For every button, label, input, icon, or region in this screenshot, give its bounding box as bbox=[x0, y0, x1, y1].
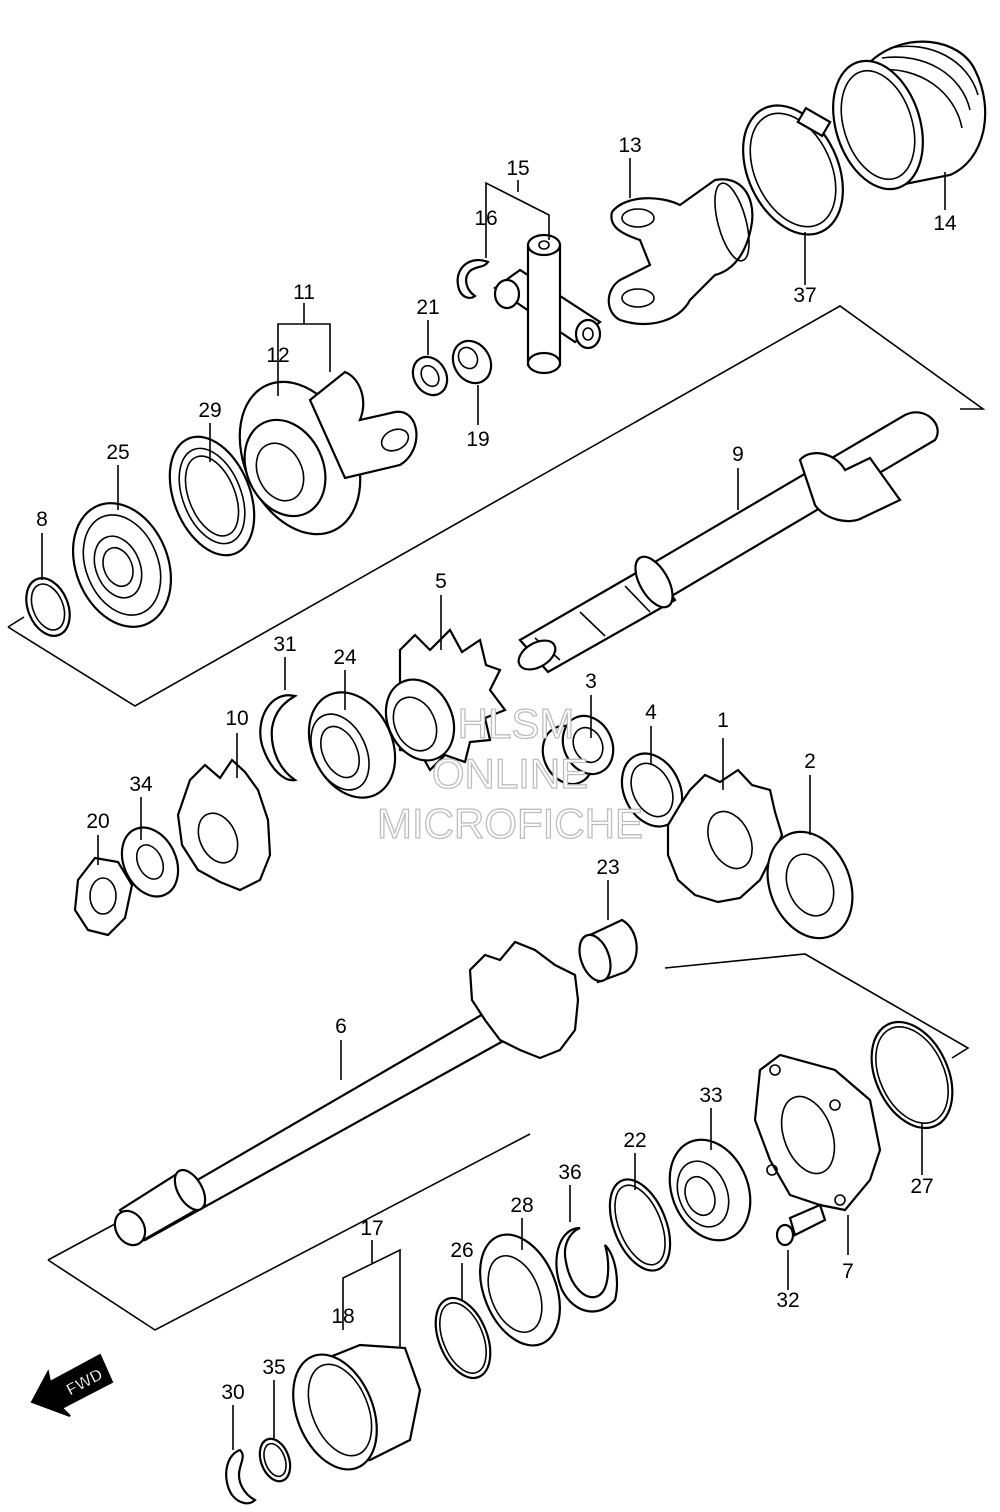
small-needle-bearing-part bbox=[578, 918, 638, 984]
bearing-housing-part bbox=[753, 1053, 882, 1212]
callout-25: 25 bbox=[106, 441, 129, 464]
callout-30: 30 bbox=[221, 1381, 244, 1404]
washer-part bbox=[411, 355, 449, 397]
callout-13: 13 bbox=[618, 134, 641, 157]
ring-gear-washer-part bbox=[766, 830, 854, 940]
output-seal-part bbox=[479, 1233, 561, 1347]
callout-22: 22 bbox=[623, 1129, 646, 1152]
thrust-washer-part bbox=[120, 826, 180, 898]
ball-bearing-part bbox=[71, 502, 173, 628]
output-bearing-part bbox=[668, 1138, 752, 1242]
watermark-line-3: MICROFICHE bbox=[377, 800, 643, 847]
callout-5: 5 bbox=[435, 570, 447, 593]
watermark-line-1: HLSM bbox=[458, 700, 575, 747]
flange-yoke-part bbox=[238, 370, 418, 536]
universal-joint-part bbox=[493, 233, 602, 375]
bolt-part bbox=[775, 1203, 827, 1247]
pinion-gear-part bbox=[176, 758, 272, 892]
callout-29: 29 bbox=[198, 399, 221, 422]
retaining-clip-part bbox=[225, 1448, 257, 1505]
callout-labels: 1 2 3 4 5 6 7 8 9 10 11 12 13 14 15 16 1… bbox=[36, 134, 957, 1404]
callout-18: 18 bbox=[331, 1305, 354, 1328]
callout-27: 27 bbox=[910, 1175, 933, 1198]
callout-4: 4 bbox=[645, 701, 657, 724]
flange-nut-part bbox=[451, 339, 493, 385]
callout-3: 3 bbox=[585, 670, 597, 693]
ring-gear-part bbox=[666, 768, 784, 904]
callout-9: 9 bbox=[732, 443, 744, 466]
needle-bearing-part bbox=[307, 691, 397, 799]
callout-35: 35 bbox=[262, 1356, 285, 1379]
callout-15: 15 bbox=[506, 157, 529, 180]
drive-shaft-part bbox=[113, 940, 580, 1247]
callout-33: 33 bbox=[699, 1084, 722, 1107]
bevel-gear-part bbox=[384, 628, 507, 772]
boot-part bbox=[832, 40, 987, 191]
callout-36: 36 bbox=[558, 1161, 581, 1184]
callout-31: 31 bbox=[273, 633, 296, 656]
callout-10: 10 bbox=[225, 707, 248, 730]
fwd-arrow: FWD bbox=[30, 1353, 114, 1417]
large-circlip-part bbox=[555, 1226, 619, 1313]
callout-16: 16 bbox=[474, 207, 497, 230]
hex-nut-part bbox=[73, 856, 134, 937]
circlip-part bbox=[456, 259, 490, 299]
callout-14: 14 bbox=[933, 212, 957, 235]
leader-lines bbox=[41, 158, 946, 1450]
callout-24: 24 bbox=[333, 646, 357, 669]
callout-2: 2 bbox=[804, 750, 816, 773]
o-ring-part bbox=[870, 1020, 954, 1130]
collar-nut-part bbox=[541, 714, 615, 786]
callout-34: 34 bbox=[129, 773, 153, 796]
callout-37: 37 bbox=[793, 284, 816, 307]
callout-26: 26 bbox=[450, 1239, 473, 1262]
watermark-line-2: ONLINE bbox=[432, 750, 588, 797]
oil-seal-part bbox=[168, 435, 256, 557]
clamp-band-part bbox=[742, 104, 844, 236]
callout-7: 7 bbox=[842, 1260, 854, 1283]
yoke-part bbox=[607, 178, 754, 325]
callout-28: 28 bbox=[510, 1194, 533, 1217]
callout-17: 17 bbox=[360, 1217, 383, 1240]
upper-group-frame bbox=[7, 305, 986, 707]
callout-6: 6 bbox=[335, 1015, 347, 1038]
shim-washer-part bbox=[620, 752, 684, 828]
callout-8: 8 bbox=[36, 508, 48, 531]
callout-12: 12 bbox=[266, 344, 289, 367]
seal-ring-part bbox=[434, 1296, 492, 1380]
callout-23: 23 bbox=[596, 856, 619, 879]
callout-20: 20 bbox=[86, 810, 109, 833]
callout-1: 1 bbox=[717, 709, 729, 732]
callout-11: 11 bbox=[293, 281, 315, 304]
callout-32: 32 bbox=[776, 1289, 799, 1312]
spacer-ring-part bbox=[608, 1178, 672, 1272]
callout-19: 19 bbox=[466, 428, 489, 451]
callout-21: 21 bbox=[416, 296, 439, 319]
coupling-cup-part bbox=[292, 1343, 422, 1471]
output-shaft-part bbox=[517, 411, 939, 674]
small-circlip-part bbox=[258, 1437, 292, 1483]
watermark: HLSM ONLINE MICROFICHE bbox=[376, 699, 643, 847]
ring-part bbox=[25, 577, 71, 637]
snap-ring-part bbox=[259, 694, 298, 782]
